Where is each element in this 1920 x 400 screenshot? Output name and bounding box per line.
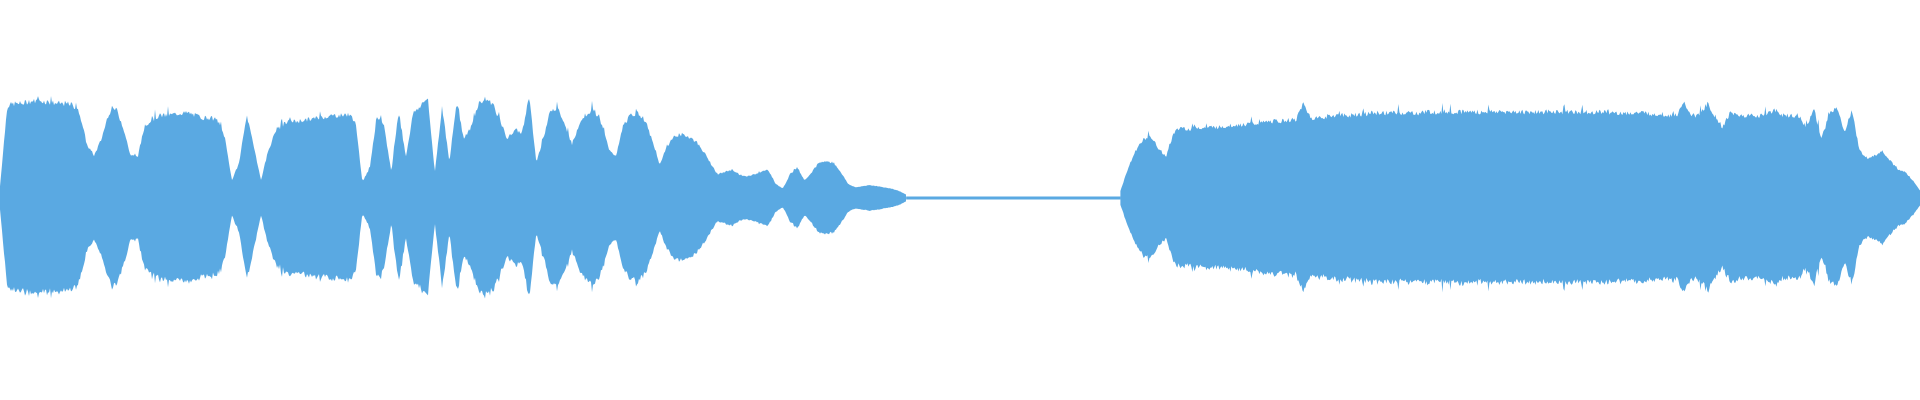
silence-line — [906, 196, 1121, 200]
waveform-segment — [0, 96, 906, 299]
waveform-segment — [1120, 101, 1920, 293]
